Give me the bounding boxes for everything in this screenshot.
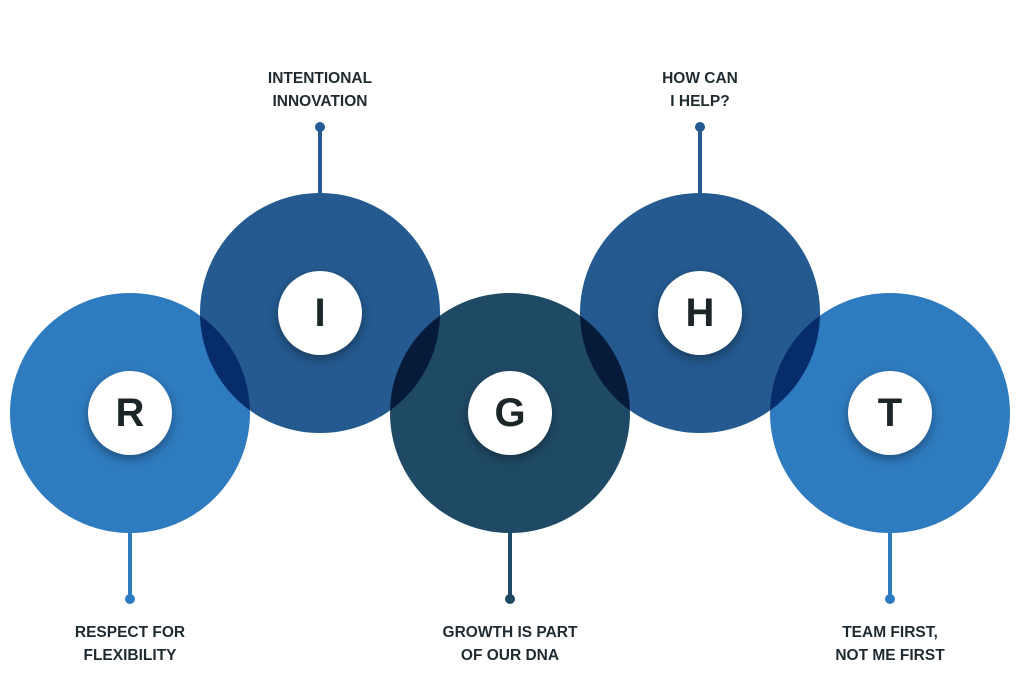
label-i: INTENTIONAL INNOVATION — [210, 67, 430, 113]
label-r: RESPECT FOR FLEXIBILITY — [20, 621, 240, 667]
letter-r: R — [88, 371, 172, 455]
connector-t — [888, 533, 892, 598]
label-i-line2: INNOVATION — [272, 93, 368, 110]
label-h-line1: HOW CAN — [662, 70, 738, 87]
label-h: HOW CAN I HELP? — [590, 67, 810, 113]
label-t: TEAM FIRST, NOT ME FIRST — [780, 621, 1000, 667]
label-g: GROWTH IS PART OF OUR DNA — [400, 621, 620, 667]
dot-t — [885, 594, 895, 604]
letter-t: T — [848, 371, 932, 455]
connector-i — [318, 130, 322, 195]
label-g-line1: GROWTH IS PART — [442, 624, 578, 641]
connector-h — [698, 130, 702, 195]
letter-h: H — [658, 271, 742, 355]
label-h-line2: I HELP? — [670, 93, 730, 110]
dot-h — [695, 122, 705, 132]
label-r-line1: RESPECT FOR — [74, 624, 186, 641]
label-t-line2: NOT ME FIRST — [835, 647, 945, 664]
connector-g — [508, 533, 512, 598]
label-r-line2: FLEXIBILITY — [83, 647, 177, 664]
connector-r — [128, 533, 132, 598]
dot-g — [505, 594, 515, 604]
label-t-line1: TEAM FIRST, — [842, 624, 938, 641]
dot-r — [125, 594, 135, 604]
letter-g: G — [468, 371, 552, 455]
letter-i: I — [278, 271, 362, 355]
label-g-line2: OF OUR DNA — [460, 647, 560, 664]
dot-i — [315, 122, 325, 132]
label-i-line1: INTENTIONAL — [267, 70, 373, 87]
